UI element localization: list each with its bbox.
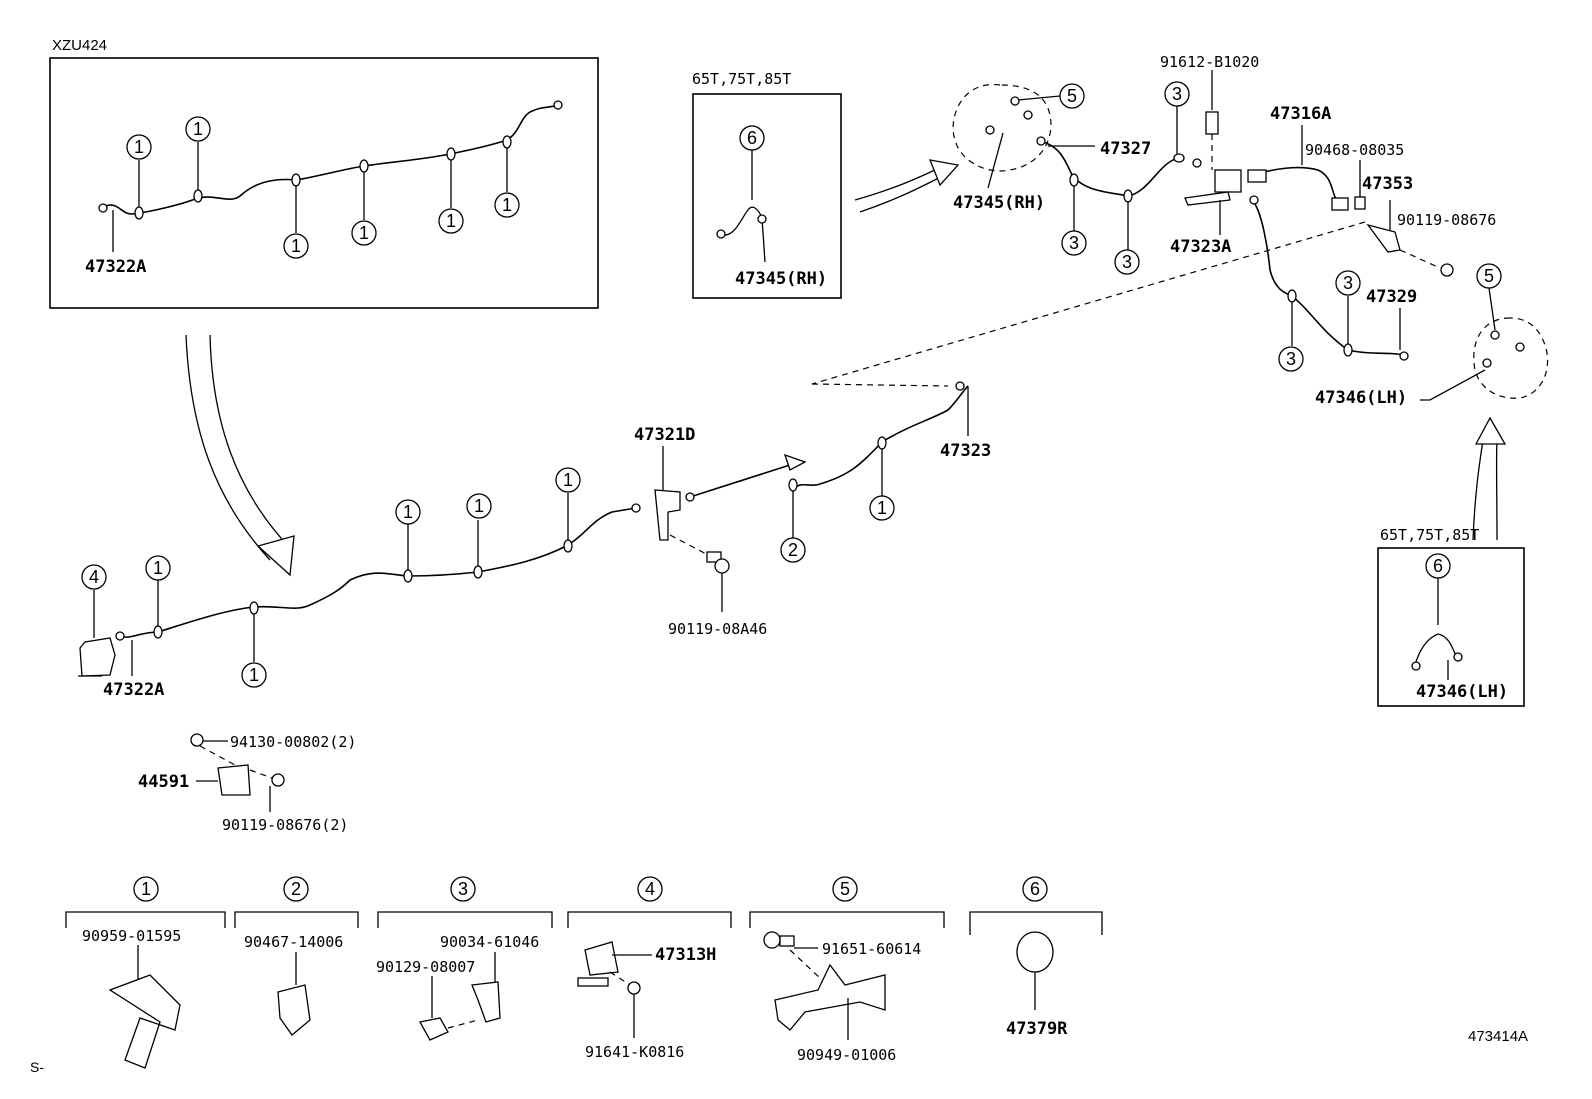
svg-text:90034-61046: 90034-61046	[440, 933, 539, 951]
legend-clip-3: 3 90034-61046 90129-08007	[376, 876, 553, 1041]
label-47353: 47353	[1362, 174, 1413, 194]
svg-text:4: 4	[89, 567, 99, 587]
legend-clip-1: 1 90959-01595	[65, 876, 226, 1069]
svg-text:6: 6	[1433, 556, 1443, 576]
label-90119-08676: 90119-08676	[1397, 211, 1496, 229]
label-47345-rh: 47345(RH)	[953, 193, 1045, 213]
svg-text:4: 4	[645, 879, 655, 899]
svg-text:90467-14006: 90467-14006	[244, 933, 343, 951]
main-clips	[153, 436, 887, 639]
svg-text:1: 1	[502, 195, 512, 215]
inset-fitting-left	[98, 203, 108, 213]
label-47327: 47327	[1100, 139, 1151, 159]
inset-clip-callouts: 1 1 1 1 1 1	[126, 116, 520, 259]
label-47323: 47323	[940, 441, 991, 461]
svg-text:1: 1	[134, 137, 144, 157]
svg-text:1: 1	[249, 665, 259, 685]
svg-text:6: 6	[1030, 879, 1040, 899]
legend-clip-4: 4 47313H 91641-K0816	[567, 876, 732, 1061]
lh-brake-line	[1251, 199, 1406, 356]
svg-text:5: 5	[1484, 266, 1494, 286]
svg-text:91641-K0816: 91641-K0816	[585, 1043, 684, 1061]
inset-arrow	[185, 334, 291, 561]
inset-fitting-right	[553, 100, 563, 110]
lh-wheel-outline	[1473, 317, 1549, 399]
rh-wheel-outline	[952, 84, 1052, 172]
variant-box-bottom	[1377, 547, 1525, 707]
svg-text:1: 1	[474, 496, 484, 516]
label-47322A-inset: 47322A	[85, 257, 146, 277]
label-47329: 47329	[1366, 287, 1417, 307]
svg-text:3: 3	[1343, 273, 1353, 293]
svg-text:47379R: 47379R	[1006, 1019, 1068, 1039]
svg-text:3: 3	[1122, 252, 1132, 272]
svg-text:2: 2	[291, 879, 301, 899]
svg-text:3: 3	[1286, 349, 1296, 369]
label-47321D: 47321D	[634, 425, 695, 445]
legend-clip-2: 2 90467-14006	[234, 876, 359, 1036]
legend-clip-5: 5 91651-60614 90949-01006	[749, 876, 945, 1064]
svg-text:6: 6	[747, 128, 757, 148]
variant-label-top: 65T,75T,85T	[692, 70, 791, 88]
label-47323A: 47323A	[1170, 237, 1231, 257]
label-91612: 91612-B1020	[1160, 53, 1259, 71]
svg-text:1: 1	[403, 502, 413, 522]
bracket-47313H-main	[79, 637, 116, 677]
label-47346: 47346(LH)	[1315, 388, 1407, 408]
bracket-44591	[217, 764, 251, 796]
label-47345-variant: 47345(RH)	[735, 269, 827, 289]
svg-text:90129-08007: 90129-08007	[376, 958, 475, 976]
svg-text:1: 1	[193, 119, 203, 139]
corner-note: S-	[30, 1059, 44, 1075]
svg-text:1: 1	[563, 470, 573, 490]
svg-text:1: 1	[877, 498, 887, 518]
label-47346-variant: 47346(LH)	[1416, 682, 1508, 702]
junction-47323A	[1214, 169, 1242, 193]
svg-text:1: 1	[291, 236, 301, 256]
inset-arrow-head	[256, 535, 295, 577]
label-47322A: 47322A	[103, 680, 164, 700]
inset-frame	[49, 57, 599, 309]
variant-label-bottom: 65T,75T,85T	[1380, 526, 1479, 544]
svg-text:47313H: 47313H	[655, 945, 716, 965]
bracket-47321D	[654, 489, 681, 541]
svg-text:3: 3	[1069, 233, 1079, 253]
svg-text:5: 5	[840, 879, 850, 899]
svg-text:2: 2	[788, 540, 798, 560]
label-90119-08676-2: 90119-08676(2)	[222, 816, 348, 834]
svg-text:1: 1	[359, 223, 369, 243]
svg-text:3: 3	[1172, 84, 1182, 104]
variant-box-top	[692, 93, 842, 299]
label-94130: 94130-00802(2)	[230, 733, 356, 751]
model-code: XZU424	[52, 37, 107, 54]
svg-text:1: 1	[446, 211, 456, 231]
svg-text:1: 1	[153, 558, 163, 578]
main-clip-callouts: 4 1 1 1 1 1 2 1	[81, 467, 895, 688]
svg-text:5: 5	[1067, 86, 1077, 106]
svg-text:90959-01595: 90959-01595	[82, 927, 181, 945]
label-44591: 44591	[138, 772, 189, 792]
label-90119-08A46: 90119-08A46	[668, 620, 767, 638]
figure-id: 473414A	[1468, 1028, 1528, 1045]
label-90468: 90468-08035	[1305, 141, 1404, 159]
svg-text:90949-01006: 90949-01006	[797, 1046, 896, 1064]
label-47316A: 47316A	[1270, 104, 1331, 124]
svg-text:3: 3	[458, 879, 468, 899]
svg-text:1: 1	[141, 879, 151, 899]
bolt-91612	[1205, 111, 1219, 135]
rh-brake-line	[1039, 140, 1181, 197]
svg-text:91651-60614: 91651-60614	[822, 940, 921, 958]
legend-clip-6: 6 47379R	[969, 876, 1103, 1039]
inset-brake-line	[102, 104, 559, 215]
main-brake-line	[119, 507, 637, 638]
inset-clips	[134, 135, 512, 220]
